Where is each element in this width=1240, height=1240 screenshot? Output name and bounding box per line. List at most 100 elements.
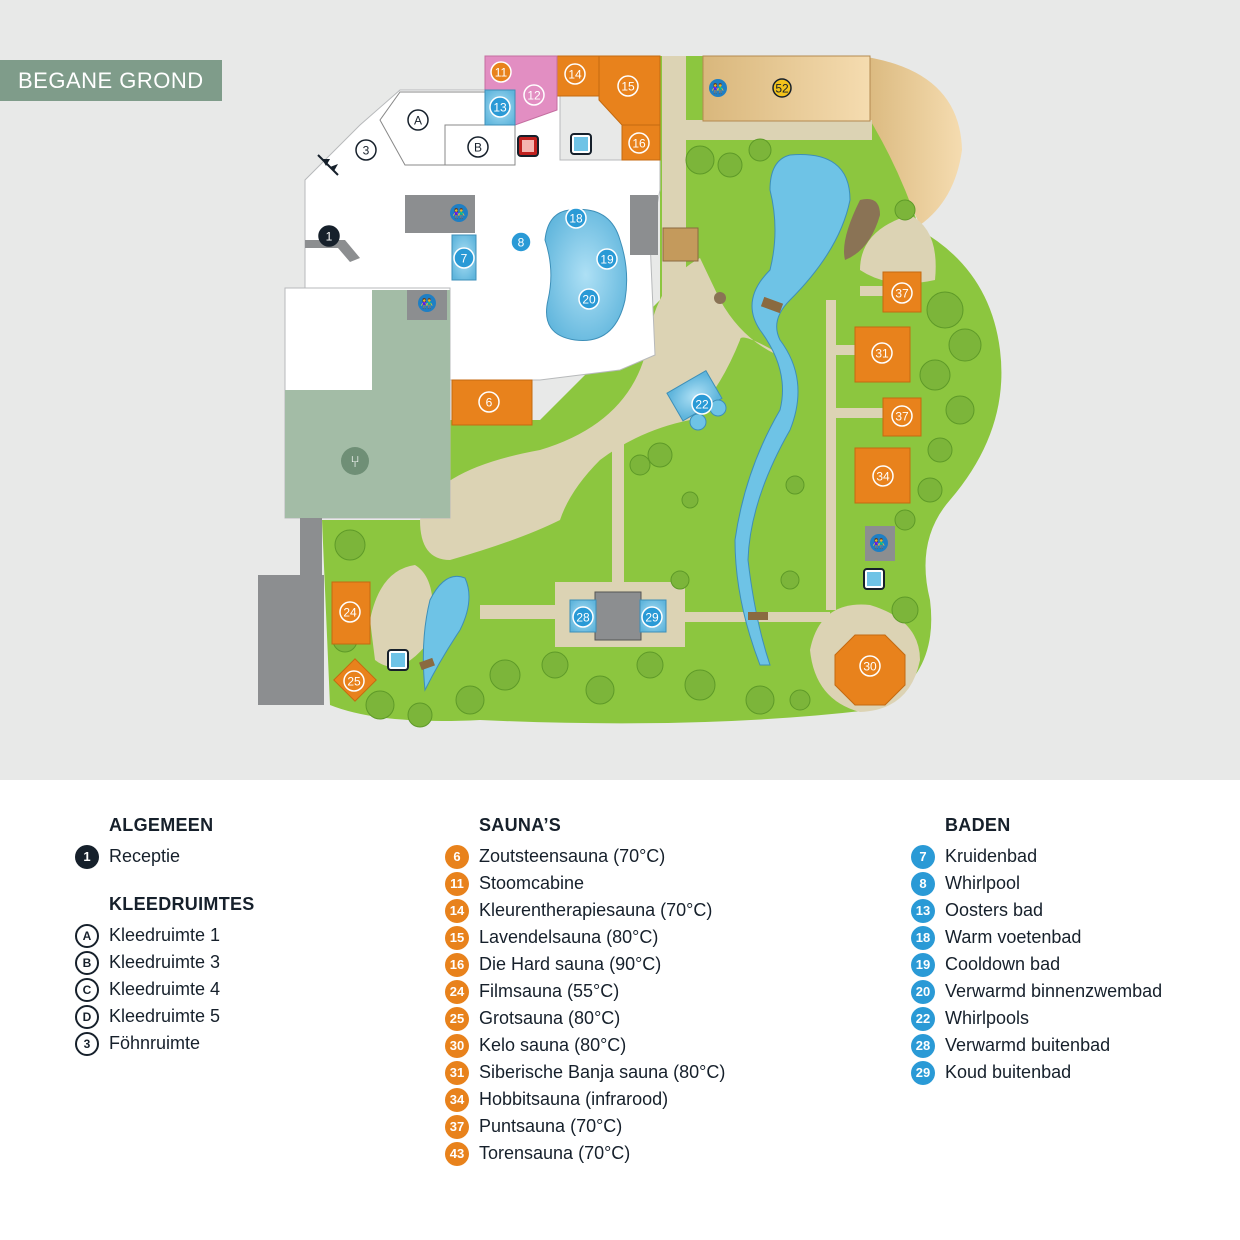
legend-badge: 3 [75, 1031, 99, 1056]
marker-sauna-15: 15 [617, 75, 639, 97]
svg-text:28: 28 [576, 611, 590, 625]
legend-heading-baden: BADEN [945, 815, 1011, 835]
pool-22-small-1 [689, 413, 707, 431]
shower-icon [387, 649, 409, 671]
svg-text:13: 13 [493, 101, 507, 115]
legend-label: Kelo sauna (80°C) [479, 1035, 627, 1055]
marker-bath-8: 8 [510, 231, 532, 253]
shower-icon [570, 133, 592, 155]
legend-badge: 15 [445, 925, 469, 950]
path-walkway-4 [826, 300, 836, 610]
door-icon [317, 154, 339, 176]
legend-badge: 31 [445, 1060, 469, 1085]
legend-badge: 20 [911, 979, 935, 1004]
marker-zone-12: 12 [523, 84, 545, 106]
grey-corridor-2 [300, 518, 322, 578]
legend-badge: 30 [445, 1033, 469, 1058]
svg-text:6: 6 [486, 396, 493, 410]
path-pond-left [370, 565, 433, 667]
svg-text:⑂: ⑂ [350, 452, 360, 471]
legend-badge: A [75, 923, 99, 948]
path-walkway-6 [830, 345, 860, 355]
svg-text:8: 8 [518, 236, 525, 250]
legend-item-kleedruimtes: A Kleedruimte 1 [75, 922, 255, 949]
svg-text:30: 30 [863, 660, 877, 674]
marker-sauna-37: 37 [891, 282, 913, 304]
legend-label: Kleedruimte 3 [109, 952, 221, 972]
steam-shower-icon [517, 135, 539, 157]
flowerbed [844, 199, 880, 260]
svg-text:24: 24 [343, 606, 357, 620]
marker-sauna-34: 34 [872, 465, 894, 487]
floor-label: BEGANE GROND [0, 60, 222, 101]
legend-heading-algemeen: ALGEMEEN [109, 815, 214, 835]
grey-block-2 [630, 195, 658, 255]
marker-fohnruimte: 3 [355, 139, 377, 161]
legend-label: Grotsauna (80°C) [479, 1008, 621, 1028]
pool-20 [544, 208, 628, 341]
svg-text:👫: 👫 [453, 207, 466, 220]
svg-text:A: A [414, 114, 422, 128]
legend-label: Kleedruimte 5 [109, 1006, 221, 1026]
marker-kleedruimte-a: A [407, 109, 429, 131]
marker-bath-28: 28 [572, 606, 594, 628]
svg-text:37: 37 [895, 287, 909, 301]
legend-item-saunas: 30 Kelo sauna (80°C) [445, 1032, 725, 1059]
legend-label: Kleedruimte 1 [109, 925, 221, 945]
path-main [420, 258, 790, 560]
svg-text:15: 15 [621, 80, 635, 94]
legend-label: Lavendelsauna (80°C) [479, 927, 659, 947]
legend-label: Koud buitenbad [945, 1062, 1072, 1082]
path-right-hill [860, 215, 936, 284]
legend-heading-kleedruimtes: KLEEDRUIMTES [109, 894, 255, 914]
legend-label: Whirlpools [945, 1008, 1030, 1028]
svg-text:14: 14 [568, 68, 582, 82]
marker-bath-19: 19 [596, 248, 618, 270]
legend-item-baden: 20 Verwarmd binnenzwembad [911, 978, 1162, 1005]
svg-text:👫: 👫 [712, 82, 725, 95]
legend-badge: 24 [445, 979, 469, 1004]
legend-label: Oosters bad [945, 900, 1044, 920]
path-walkway-5 [830, 408, 885, 418]
legend-badge: 19 [911, 952, 935, 977]
toilet-icon: 👫 [450, 204, 468, 222]
svg-text:7: 7 [461, 252, 468, 266]
path-walkway-7 [860, 286, 885, 296]
bridge-3 [419, 657, 435, 671]
marker-sauna-14: 14 [564, 63, 586, 85]
bridge-1 [760, 296, 784, 314]
restaurant-area [285, 390, 450, 518]
legend-badge: 28 [911, 1033, 935, 1058]
legend-item-saunas: 15 Lavendelsauna (80°C) [445, 924, 725, 951]
svg-text:29: 29 [645, 611, 659, 625]
legend-label: Whirlpool [945, 873, 1021, 893]
legend-label: Stoomcabine [479, 873, 585, 893]
trees [332, 138, 982, 728]
marker-sauna-16: 16 [628, 132, 650, 154]
svg-text:25: 25 [347, 675, 361, 689]
legend-label: Verwarmd binnenzwembad [945, 981, 1163, 1001]
legend-badge: 34 [445, 1087, 469, 1112]
marker-52: 52 [772, 78, 792, 98]
